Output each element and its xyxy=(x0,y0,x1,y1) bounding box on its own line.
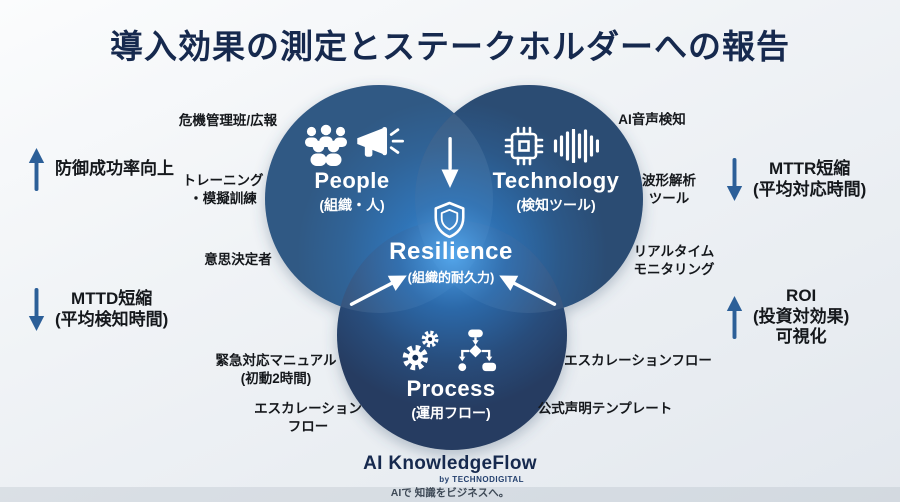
circle-label-technology: Technology (検知ツール) xyxy=(493,168,620,215)
metric-mttd-text: MTTD短縮 (平均検知時間) xyxy=(55,288,169,329)
annotation-waveform-tool: 波形解析 ツール xyxy=(642,173,696,206)
annotation-realtime-monitoring: リアルタイム モニタリング xyxy=(633,244,715,277)
resilience-sublabel: (組織的耐久力) xyxy=(407,270,495,285)
annotation-ai-voice: AI音声検知 xyxy=(618,112,686,127)
page-title: 導入効果の測定とステークホルダーへの報告 xyxy=(110,28,790,65)
audio-waveform-icon xyxy=(553,128,600,164)
annotation-emergency-manual: 緊急対応マニュアル (初動2時間) xyxy=(215,353,337,386)
annotation-crisis-team: 危機管理班/広報 xyxy=(178,113,278,128)
up-arrow-icon xyxy=(28,148,45,191)
arrow-down-icon xyxy=(441,137,459,188)
circle-label-people: People (組織・人) xyxy=(314,168,389,215)
circle-label-process: Process (運用フロー) xyxy=(406,376,495,423)
people-sublabel: (組織・人) xyxy=(319,197,385,213)
resilience-label: Resilience xyxy=(389,238,513,265)
center-label-resilience: Resilience (組織的耐久力) xyxy=(389,238,513,286)
metric-mttd: MTTD短縮 (平均検知時間) xyxy=(28,288,168,331)
megaphone-icon xyxy=(354,126,405,160)
up-arrow-icon xyxy=(726,295,743,339)
arrow-up-right-icon xyxy=(349,275,407,306)
metric-roi: ROI (投資対効果) 可視化 xyxy=(726,286,849,348)
metric-roi-text: ROI (投資対効果) 可視化 xyxy=(753,286,850,347)
footer-byline: by TECHNODIGITAL xyxy=(439,475,524,484)
annotation-training: トレーニング ・模擬訓練 xyxy=(182,173,264,206)
down-arrow-icon xyxy=(28,288,45,331)
arrow-up-left-icon xyxy=(499,275,557,306)
chip-icon xyxy=(504,126,544,166)
metric-defense: 防御成功率向上 xyxy=(28,148,174,191)
gears-icon xyxy=(401,327,443,375)
process-label: Process xyxy=(406,376,496,401)
down-arrow-icon xyxy=(726,158,743,201)
footer-band xyxy=(0,487,900,502)
footer-tagline: AIで 知識をビジネスへ。 xyxy=(390,487,510,499)
footer-brand: AI KnowledgeFlow xyxy=(363,453,537,474)
metric-mttr-text: MTTR短縮 (平均対応時間) xyxy=(753,158,867,199)
center-glow xyxy=(297,100,607,410)
people-group-icon xyxy=(302,123,350,167)
technology-sublabel: (検知ツール) xyxy=(516,197,596,213)
people-label: People xyxy=(314,168,390,193)
annotation-official-statement: 公式声明テンプレート xyxy=(537,401,673,416)
process-sublabel: (運用フロー) xyxy=(411,405,491,421)
metric-defense-text: 防御成功率向上 xyxy=(55,159,174,179)
metric-mttr: MTTR短縮 (平均対応時間) xyxy=(726,158,866,201)
shield-icon xyxy=(433,201,466,239)
annotation-escalation-left: エスカレーション フロー xyxy=(254,401,362,434)
annotation-escalation-right: エスカレーションフロー xyxy=(564,353,712,368)
flowchart-icon xyxy=(452,328,499,374)
annotation-decision-maker: 意思決定者 xyxy=(204,252,272,267)
technology-label: Technology xyxy=(492,168,620,193)
